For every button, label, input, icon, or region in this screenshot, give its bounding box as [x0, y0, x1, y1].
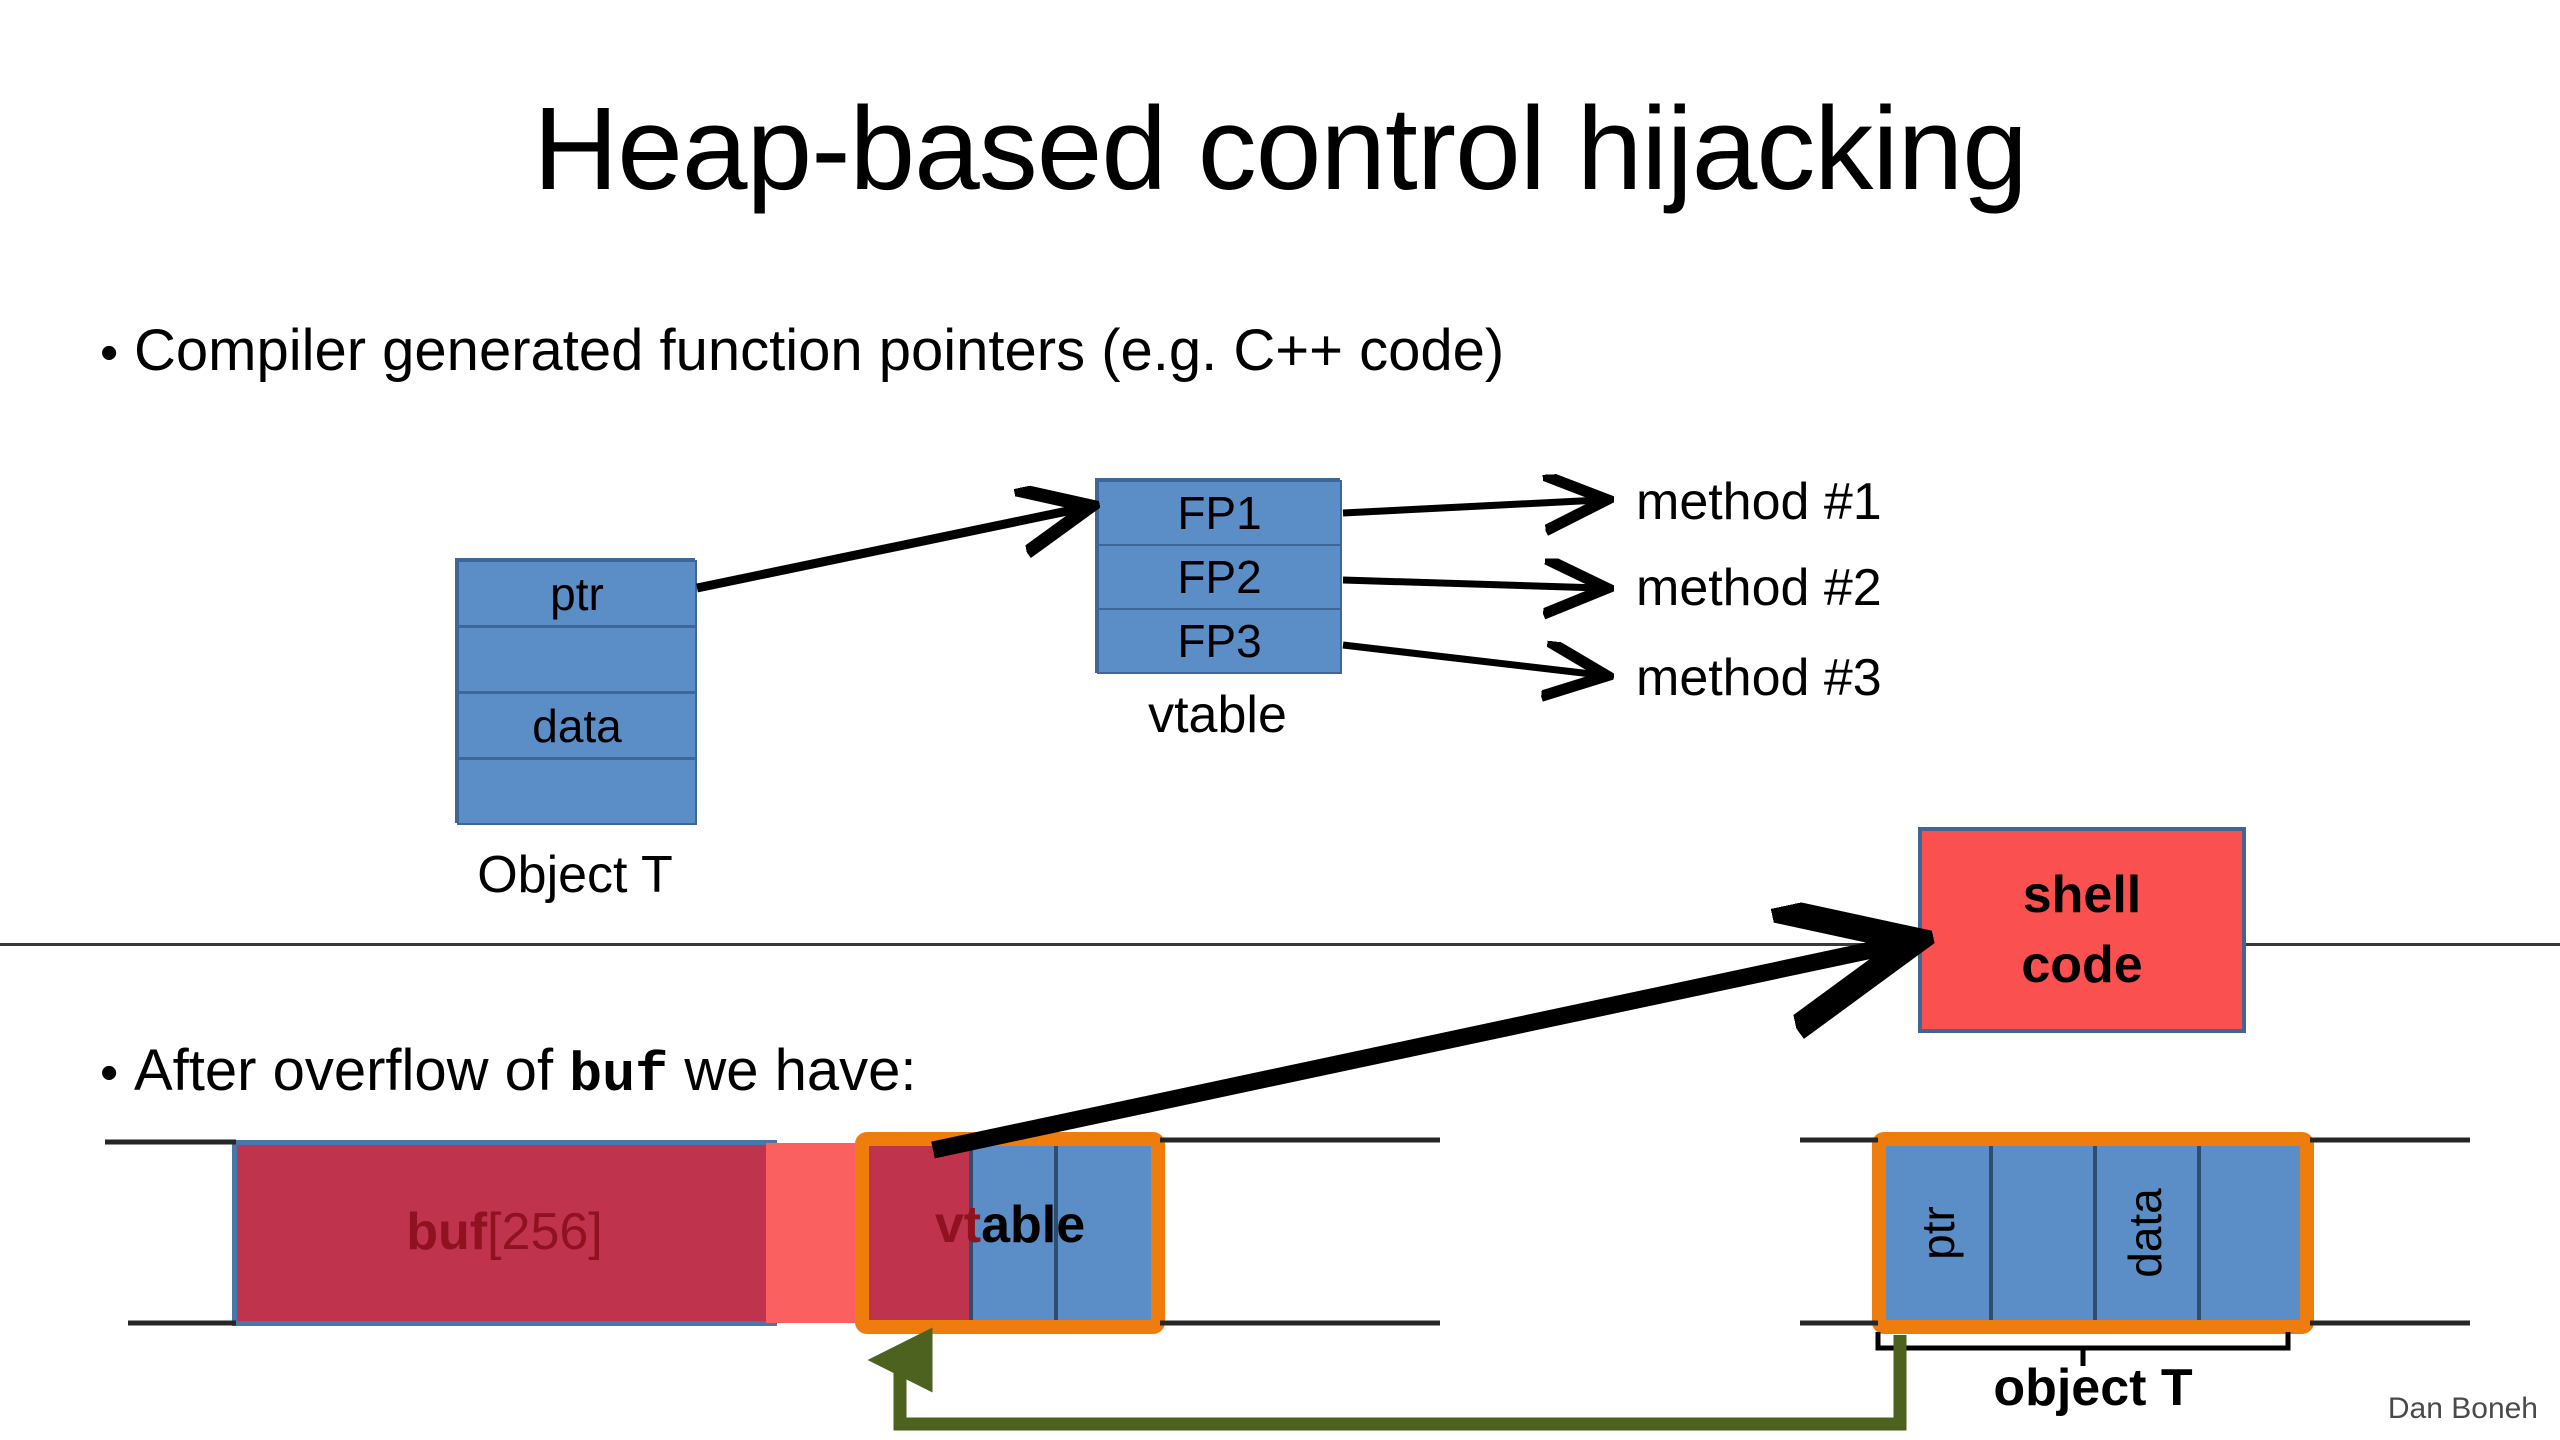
- vtable-label: vtable: [1148, 686, 1287, 744]
- method-label-1: method #1: [1636, 473, 1882, 531]
- vtable-cell-fp3: FP3: [1097, 608, 1342, 674]
- page-title: Heap-based control hijacking: [533, 83, 2028, 215]
- object-t-cell-divider-3: [2197, 1146, 2201, 1320]
- bullet-item-2: • After overflow of buf we have:: [100, 1038, 916, 1107]
- vtable-cell-fp2: FP2: [1097, 544, 1342, 610]
- fp1-to-method1-arrow: [1342, 500, 1600, 513]
- bullet-code-buf: buf: [569, 1044, 669, 1107]
- object-t-box: ptr data: [455, 558, 697, 825]
- vtable-label-black-part: able: [981, 1196, 1086, 1254]
- bullet-text-1: Compiler generated function pointers (e.…: [134, 318, 1505, 383]
- buf-label: buf[256]: [232, 1202, 777, 1262]
- object-t-overwritten-box: ptr data: [1872, 1132, 2314, 1334]
- vtable-label-red-part: vt: [934, 1196, 982, 1254]
- vtable-cell-divider-2: [1054, 1146, 1058, 1320]
- shellcode-line-2: code: [2021, 936, 2143, 994]
- bullet-marker-icon-2: •: [100, 1044, 119, 1102]
- vtable-to-shellcode-arrow: [931, 944, 1900, 1159]
- object-t-cell-data: data: [457, 692, 697, 759]
- shellcode-box: shell code: [1918, 827, 2246, 1033]
- buf-label-name: buf: [406, 1203, 488, 1261]
- object-t-cell-divider-1: [1989, 1146, 1993, 1320]
- object-t-bottom-caption: object T: [1993, 1359, 2193, 1417]
- vtable-overwritten-box: [855, 1132, 1165, 1334]
- buf-overflow-region: [766, 1143, 860, 1323]
- bullet-text-2: After overflow of buf we have:: [134, 1038, 916, 1107]
- object-t-label: Object T: [477, 846, 673, 904]
- vtable-overwritten-label: vtable: [855, 1195, 1165, 1255]
- green-ptr-path-arrow: [867, 1327, 1907, 1431]
- bullet-marker-icon: •: [100, 324, 119, 382]
- object-t-cell-divider-2: [2093, 1146, 2097, 1320]
- buf-box: [232, 1140, 777, 1326]
- fp2-to-method2-arrow: [1342, 580, 1600, 588]
- buf-label-index: [256]: [487, 1203, 603, 1261]
- bullet-text-2-after: we have:: [668, 1038, 917, 1103]
- ptr-to-vtable-arrow: [696, 508, 1082, 593]
- object-t-ptr-text: ptr: [1911, 1206, 1964, 1260]
- object-t-cell-empty-2: [457, 758, 697, 825]
- vtable-box: FP1 FP2 FP3: [1095, 478, 1342, 674]
- object-t-bottom-cell-data: data: [2093, 1146, 2197, 1320]
- fp3-to-method3-arrow: [1342, 645, 1600, 675]
- object-t-data-text: data: [2119, 1188, 2171, 1278]
- bullet-text-2-before: After overflow of: [134, 1038, 570, 1103]
- object-t-cell-ptr: ptr: [457, 560, 697, 627]
- vtable-cell-divider-1: [969, 1146, 973, 1320]
- object-t-bottom-cell-ptr: ptr: [1886, 1146, 1989, 1320]
- vtable-overwrite-red-region: [869, 1146, 969, 1320]
- bullet-item-1: • Compiler generated function pointers (…: [100, 318, 1504, 385]
- vtable-cell-fp1: FP1: [1097, 480, 1342, 546]
- method-label-3: method #3: [1636, 649, 1882, 707]
- footer-attribution: Dan Boneh: [2387, 1392, 2538, 1425]
- method-label-2: method #2: [1636, 559, 1882, 617]
- object-t-cell-empty-1: [457, 626, 697, 693]
- shellcode-line-1: shell: [2022, 865, 2142, 924]
